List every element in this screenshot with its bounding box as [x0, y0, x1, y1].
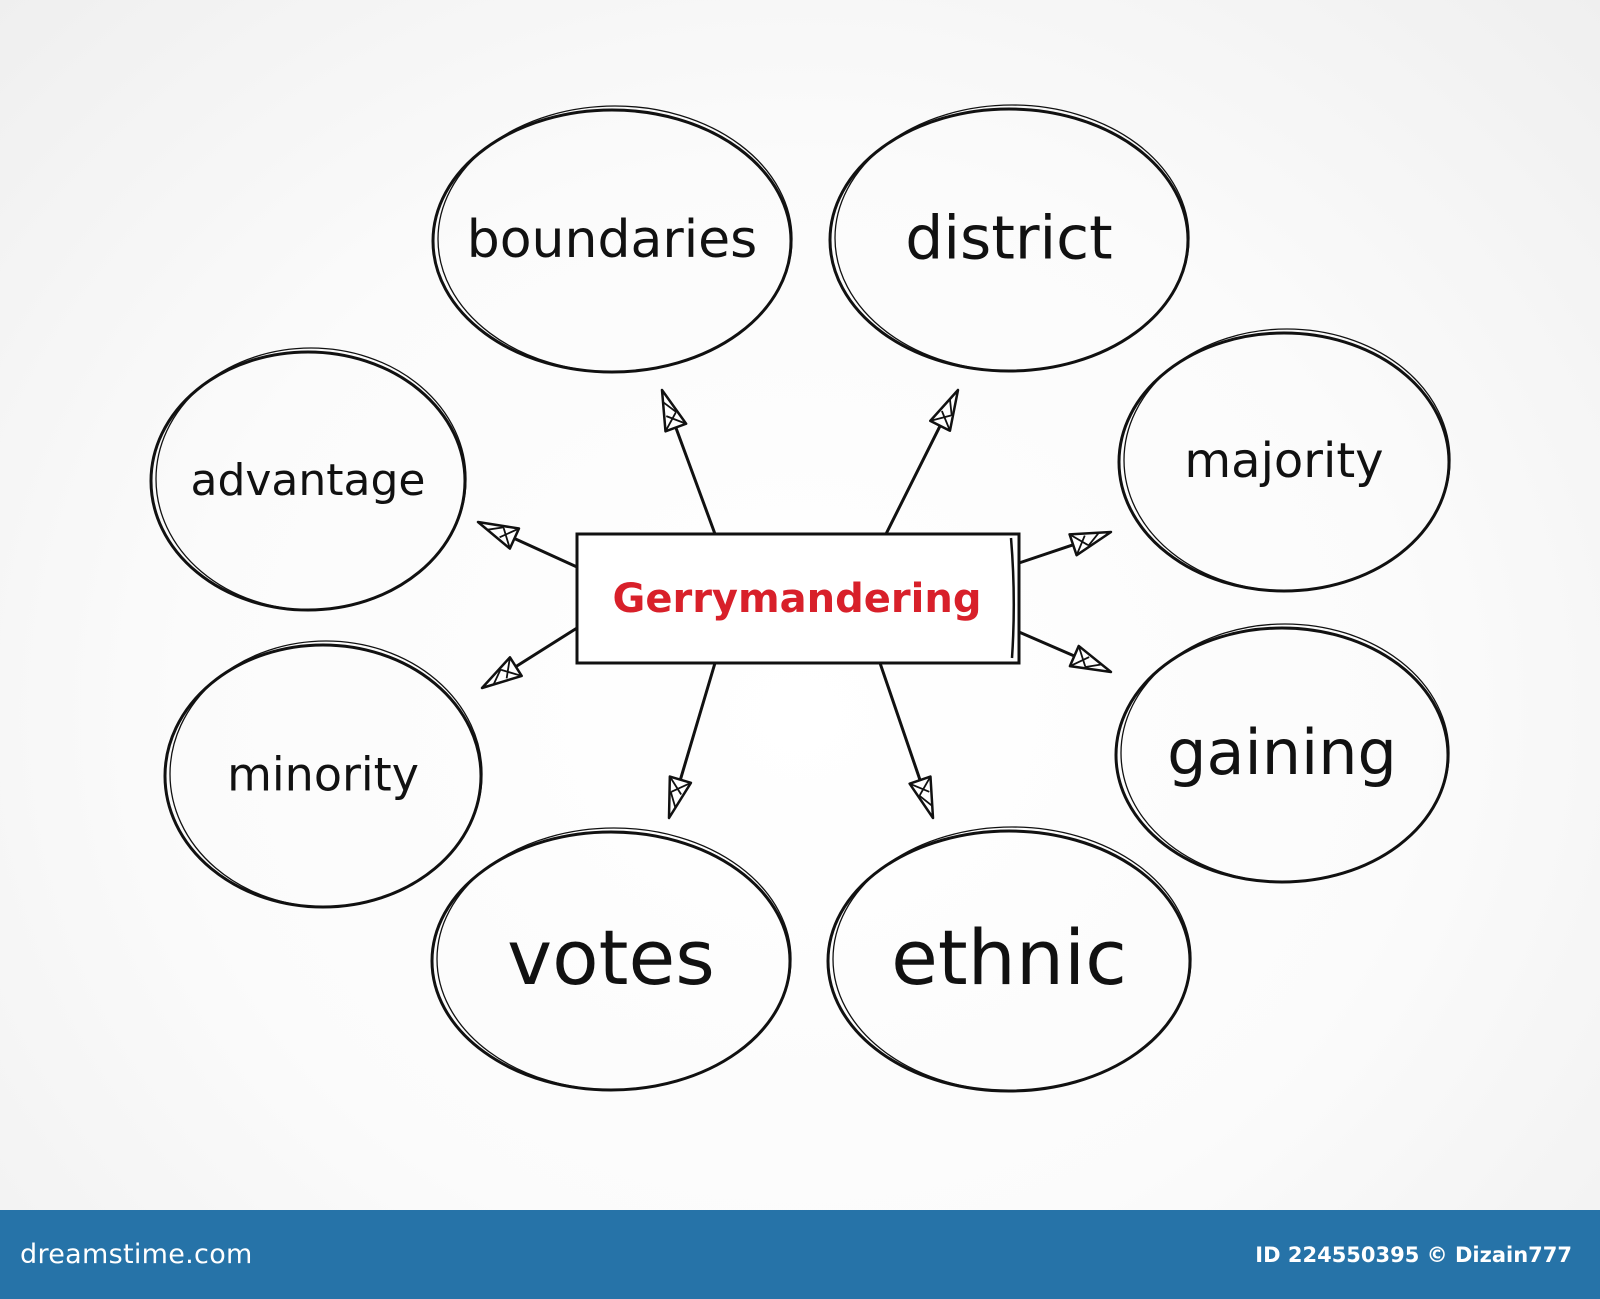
arrow-head-hatch-majority	[1069, 532, 1100, 556]
node-majority: majority	[1117, 328, 1451, 593]
node-label-ethnic: ethnic	[891, 913, 1127, 1002]
node-label-district: district	[905, 204, 1112, 274]
node-label-advantage: advantage	[191, 455, 426, 506]
node-advantage: advantage	[149, 347, 467, 612]
arrow-to-gaining	[1017, 630, 1113, 674]
node-label-minority: minority	[227, 748, 419, 802]
nodes-layer: boundaries district advantage majority minor…	[149, 104, 1451, 1093]
arrow-head-votes	[667, 775, 693, 820]
arrow-shaft-advantage	[512, 537, 579, 569]
node-label-gaining: gaining	[1167, 716, 1397, 789]
arrow-shaft-ethnic	[878, 661, 922, 782]
arrow-head-hatch-gaining	[1069, 645, 1102, 669]
node-minority: minority	[163, 640, 483, 909]
node-label-majority: majority	[1184, 433, 1383, 489]
arrow-head-hatch-boundaries	[662, 401, 687, 432]
arrow-shaft-majority	[1017, 543, 1075, 565]
arrow-shaft-minority	[514, 626, 579, 669]
node-gaining: gaining	[1114, 623, 1450, 884]
arrow-shaft-district	[884, 424, 942, 536]
node-label-votes: votes	[507, 913, 715, 1002]
node-ellipse-sketch-gaining	[1120, 623, 1450, 883]
footer-image-id: ID 224550395 © Dizain777	[1255, 1242, 1572, 1267]
arrow-head-hatch-minority	[492, 657, 522, 685]
node-ellipse-sketch-majority	[1123, 328, 1451, 592]
node-ellipse-sketch-minority	[169, 640, 483, 908]
node-label-boundaries: boundaries	[467, 210, 758, 270]
arrow-to-majority	[1017, 530, 1113, 565]
center-box	[575, 532, 1021, 665]
arrow-to-votes	[667, 661, 717, 820]
arrow-head-hatch-votes	[669, 776, 692, 808]
center-node: Gerrymandering	[575, 532, 1021, 665]
arrow-to-minority	[480, 626, 579, 690]
arrow-head-hatch-advantage	[487, 526, 520, 549]
mind-map-diagram: boundaries district advantage majority minor…	[149, 104, 1451, 1093]
mind-map-stage: boundaries district advantage majority minor…	[149, 104, 1451, 1093]
node-district: district	[828, 104, 1190, 373]
footer-bar: dreamstime.com ID 224550395 © Dizain777	[0, 1210, 1600, 1299]
arrow-head-hatch-ethnic	[909, 776, 933, 807]
arrow-to-district	[884, 388, 960, 536]
arrow-to-advantage	[476, 520, 579, 569]
arrow-head-gaining	[1068, 644, 1113, 674]
node-ellipse-sketch-votes	[436, 827, 792, 1091]
arrows-layer	[476, 388, 1113, 820]
arrow-shaft-boundaries	[674, 426, 717, 536]
node-boundaries: boundaries	[431, 105, 793, 374]
node-ellipse-sketch-ethnic	[832, 826, 1192, 1092]
arrow-to-ethnic	[878, 661, 935, 820]
node-ellipse-sketch-boundaries	[437, 105, 793, 373]
arrow-to-boundaries	[660, 388, 717, 536]
arrow-head-district	[929, 388, 960, 432]
arrow-shaft-votes	[678, 661, 717, 782]
arrow-shaft-gaining	[1017, 630, 1076, 658]
footer-brand: dreamstime.com	[20, 1239, 253, 1270]
arrow-head-hatch-district	[930, 399, 953, 432]
center-topic-label: Gerrymandering	[613, 576, 982, 622]
arrow-head-advantage	[476, 520, 521, 550]
node-ellipse-sketch-district	[834, 104, 1190, 372]
node-ellipse-sketch-advantage	[155, 347, 467, 611]
node-ethnic: ethnic	[826, 826, 1192, 1093]
center-box-sketch-line	[1009, 537, 1016, 659]
arrow-head-minority	[480, 656, 523, 690]
node-votes: votes	[430, 827, 792, 1092]
